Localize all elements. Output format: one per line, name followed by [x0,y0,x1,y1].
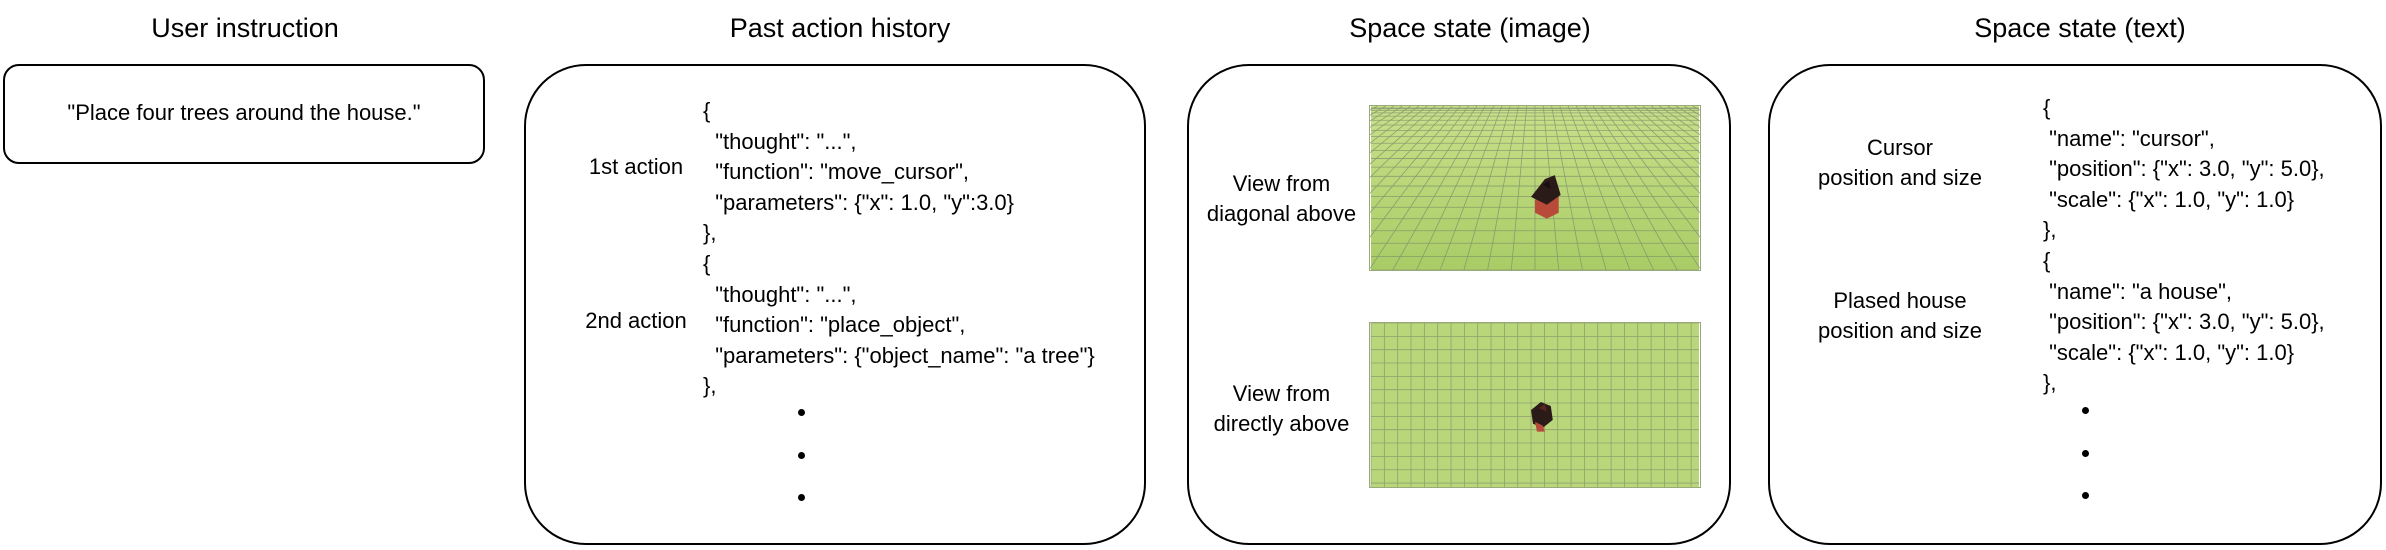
heading-past-action-history: Past action history [729,13,951,43]
space-state-image-box: View from diagonal above View from direc… [1187,64,1731,545]
cursor-label-line2: position and size [1818,165,1982,190]
json-line: "name": "a house", [2043,278,2233,304]
json-line: "thought": "...", [703,128,857,154]
grid-line [1626,106,1700,178]
grid-line [1370,106,1444,178]
grid-line [1642,106,1700,154]
heading-user-instruction: User instruction [151,13,339,43]
grid-line [1559,106,1607,270]
cursor-label: Cursor position and size [1790,133,2010,193]
direct-view-image [1369,322,1701,488]
json-line: { [2043,95,2051,120]
grid-line [1370,106,1411,136]
house-icon [1531,402,1553,432]
cursor-json: { "name": "cursor", "position": {"x": 3.… [2043,93,2325,246]
past-action-history-box: 1st action 2nd action { "thought": "..."… [524,64,1146,545]
heading-space-state-image: Space state (image) [1349,13,1591,43]
grid-line [1370,106,1453,194]
ellipsis-dot-icon [2082,407,2089,414]
grid-line [1370,106,1428,154]
cursor-label-line1: Cursor [1866,135,1933,160]
grid-line [1634,106,1700,165]
diagonal-view-label-line2: diagonal above [1206,201,1357,226]
grid-line [1592,106,1700,270]
grid-line [1601,106,1700,238]
json-line: "scale": {"x": 1.0, "y": 1.0} [2043,186,2295,212]
house-icon [1531,175,1561,219]
grass-ground [1371,323,1699,487]
house-label-line2: position and size [1818,318,1982,343]
grid-line [1439,106,1503,270]
ground-grid [1370,323,1699,487]
direct-view-label-line1: View from [1232,381,1331,406]
house-label-line1: Plased house [1833,288,1967,313]
json-line: { [703,98,711,123]
json-line: "function": "move_cursor", [703,159,970,184]
grid-line [1567,106,1631,270]
grid-line [1650,106,1700,144]
direct-view-label-line2: directly above [1213,411,1350,436]
grid-line [1617,106,1700,194]
ground-grid [1370,106,1700,270]
diagonal-view-label-line1: View from [1232,171,1331,196]
second-action-json: { "thought": "...", "function": "place_o… [703,249,1095,402]
heading-space-state-text: Space state (text) [1974,13,2186,43]
grid-line [1659,106,1700,136]
grid-line [1370,106,1478,270]
json-line: "parameters": {"x": 1.0, "y":3.0} [703,189,1014,215]
grid-line [1584,106,1678,270]
direct-view-label: View from directly above [1199,379,1364,439]
grid-line [1416,106,1494,270]
grid-line [1370,106,1420,144]
json-line: "function": "place_object", [703,312,966,337]
user-instruction-text: "Place four trees around the house." [67,100,421,125]
grid-line [1487,106,1519,270]
grid-line [1576,106,1654,270]
diagonal-view-image [1369,105,1701,271]
grid-line [1609,106,1700,214]
grid-line [1463,106,1511,270]
grid-line [1370,106,1469,238]
json-line: "scale": {"x": 1.0, "y": 1.0} [2043,339,2295,365]
json-line: }, [2043,217,2057,242]
grid-line [1370,106,1461,214]
json-line: }, [2043,370,2057,395]
grid-line [1370,106,1436,165]
json-line: "position": {"x": 3.0, "y": 5.0}, [2043,309,2325,334]
diagonal-view-label: View from diagonal above [1199,169,1364,229]
json-line: }, [703,220,717,245]
ellipsis-dot-icon [798,494,805,501]
json-line: }, [703,373,717,398]
house-label: Plased house position and size [1790,286,2010,346]
ellipsis-dot-icon [2082,492,2089,499]
json-line: "parameters": {"object_name": "a tree"} [703,342,1095,368]
grid-line [1392,106,1486,270]
user-instruction-box: "Place four trees around the house." [3,64,485,164]
grid-line [1510,106,1528,270]
json-line: "thought": "...", [703,281,857,307]
first-action-json: { "thought": "...", "function": "move_cu… [703,96,1014,249]
json-line: "name": "cursor", [2043,125,2215,151]
second-action-label: 2nd action [585,308,687,333]
json-line: { [703,251,711,276]
house-json: { "name": "a house", "position": {"x": 3… [2043,246,2325,399]
first-action-label: 1st action [588,154,684,179]
json-line: "position": {"x": 3.0, "y": 5.0}, [2043,156,2325,181]
grid-line [1551,106,1583,270]
space-state-text-box: Cursor position and size Plased house po… [1768,64,2382,545]
ellipsis-dot-icon [798,452,805,459]
ellipsis-dot-icon [798,409,805,416]
json-line: { [2043,248,2051,273]
ellipsis-dot-icon [2082,450,2089,457]
